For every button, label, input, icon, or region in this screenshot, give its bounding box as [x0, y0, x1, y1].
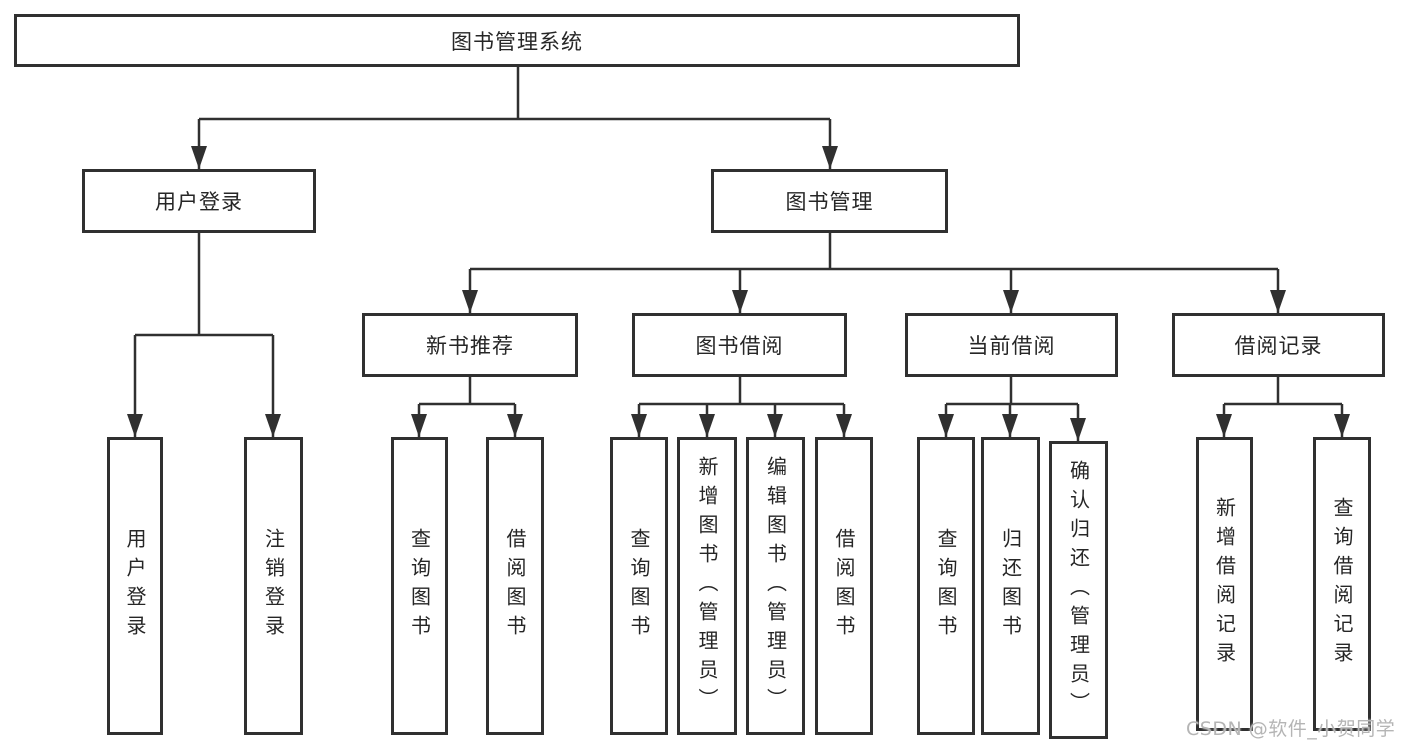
leaf-query-books: 查询图书: [391, 437, 448, 735]
node-label: 当前借阅: [967, 334, 1056, 358]
node-label: 借阅记录: [1234, 334, 1323, 358]
node-label: 注销登录: [261, 528, 286, 644]
node-label: 新书推荐: [426, 334, 514, 358]
node-label: 图书借阅: [695, 334, 784, 358]
leaf-add-books-admin: 新增图书（管理员）: [677, 437, 737, 735]
node-label: 借阅图书: [503, 528, 527, 644]
node-label: 查询图书: [627, 528, 651, 644]
connector-arrows: [127, 119, 1350, 441]
node-library-management-system: 图书管理系统: [14, 14, 1020, 67]
node-label: 确认归还（管理员）: [1066, 459, 1091, 721]
leaf-logout: 注销登录: [244, 437, 303, 735]
node-label: 新增图书（管理员）: [695, 455, 719, 717]
node-label: 用户登录: [123, 528, 147, 644]
leaf-return-books: 归还图书: [981, 437, 1040, 735]
leaf-add-borrow-record: 新增借阅记录: [1196, 437, 1253, 731]
node-book-borrowing: 图书借阅: [632, 313, 847, 377]
leaf-edit-books-admin: 编辑图书（管理员）: [746, 437, 805, 735]
node-label: 查询图书: [407, 528, 432, 644]
node-book-management: 图书管理: [711, 169, 948, 233]
node-label: 用户登录: [155, 190, 243, 214]
node-label: 查询图书: [934, 528, 958, 644]
leaf-query-books: 查询图书: [917, 437, 975, 735]
leaf-confirm-return-admin: 确认归还（管理员）: [1049, 441, 1108, 739]
node-label: 归还图书: [998, 528, 1023, 644]
node-label: 编辑图书（管理员）: [763, 455, 788, 717]
node-current-borrowing: 当前借阅: [905, 313, 1118, 377]
leaf-user-login: 用户登录: [107, 437, 163, 735]
node-new-book-recommendation: 新书推荐: [362, 313, 578, 377]
node-label: 借阅图书: [832, 528, 856, 644]
node-label: 图书管理系统: [451, 29, 583, 54]
node-label: 查询借阅记录: [1330, 497, 1354, 671]
leaf-query-borrow-record: 查询借阅记录: [1313, 437, 1371, 731]
leaf-query-books: 查询图书: [610, 437, 668, 735]
node-label: 新增借阅记录: [1212, 497, 1237, 671]
csdn-watermark: CSDN @软件_小贺同学: [1186, 718, 1396, 740]
node-borrowing-records: 借阅记录: [1172, 313, 1385, 377]
leaf-borrow-books: 借阅图书: [815, 437, 873, 735]
leaf-borrow-books: 借阅图书: [486, 437, 544, 735]
node-label: 图书管理: [785, 190, 874, 214]
node-user-login: 用户登录: [82, 169, 316, 233]
